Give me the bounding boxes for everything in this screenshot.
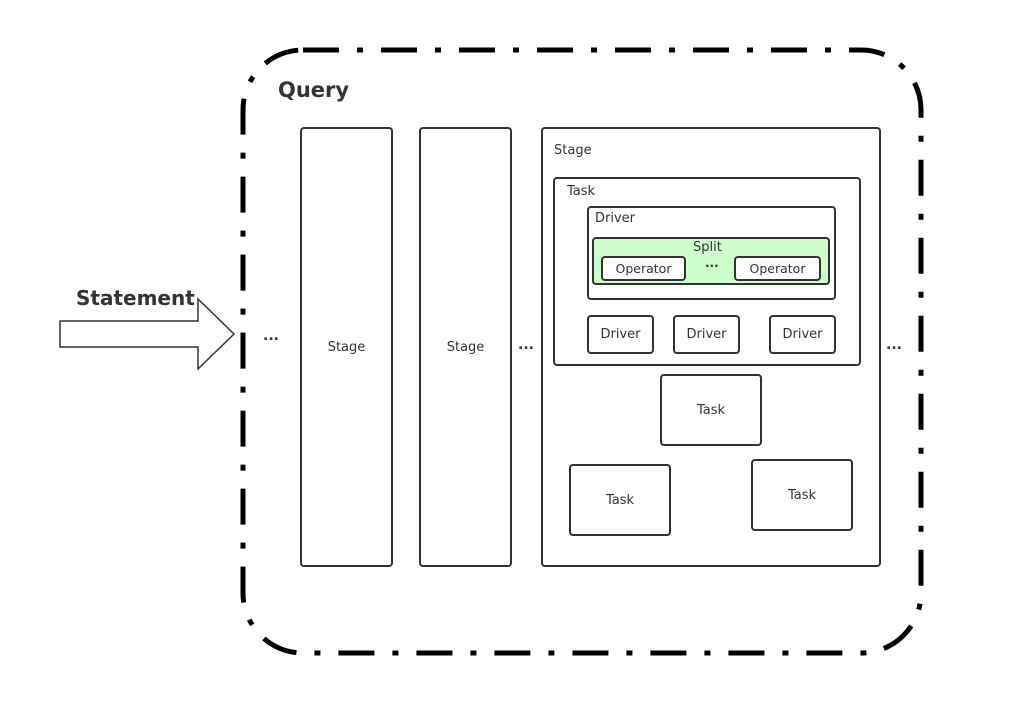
query-title: Query xyxy=(278,78,350,102)
ellipsis-right: ... xyxy=(886,337,902,353)
task-label-3: Task xyxy=(787,487,817,503)
operator-label-2: Operator xyxy=(749,261,806,276)
operator-box-1: Operator xyxy=(601,256,686,281)
stage-label-3: Stage xyxy=(554,143,592,158)
split-label: Split xyxy=(693,240,722,255)
ellipsis-left: ... xyxy=(263,328,279,344)
task-label-1: Task xyxy=(696,402,726,418)
task-box-1: Task xyxy=(660,374,762,446)
task-box-2: Task xyxy=(569,464,671,536)
task-box-3: Task xyxy=(751,459,853,531)
stage-box-1: Stage xyxy=(300,127,393,567)
driver-label-3: Driver xyxy=(782,327,823,342)
task-label-2: Task xyxy=(605,492,635,508)
task-label-main: Task xyxy=(567,184,596,199)
operator-box-2: Operator xyxy=(734,256,821,281)
driver-label-2: Driver xyxy=(686,327,727,342)
stage-label-1: Stage xyxy=(327,339,366,355)
operator-label-1: Operator xyxy=(615,261,672,276)
stage-label-2: Stage xyxy=(446,339,485,355)
statement-arrow-icon xyxy=(59,297,236,371)
ellipsis-between-stages: ... xyxy=(518,337,534,353)
statement-label: Statement xyxy=(76,286,195,310)
driver-box-2: Driver xyxy=(673,315,740,354)
driver-box-1: Driver xyxy=(587,315,654,354)
driver-box-3: Driver xyxy=(769,315,836,354)
driver-label-main: Driver xyxy=(595,211,636,226)
query-dashed-border xyxy=(240,47,924,656)
driver-label-1: Driver xyxy=(600,327,641,342)
stage-box-2: Stage xyxy=(419,127,512,567)
ellipsis-operators: ... xyxy=(705,256,719,270)
